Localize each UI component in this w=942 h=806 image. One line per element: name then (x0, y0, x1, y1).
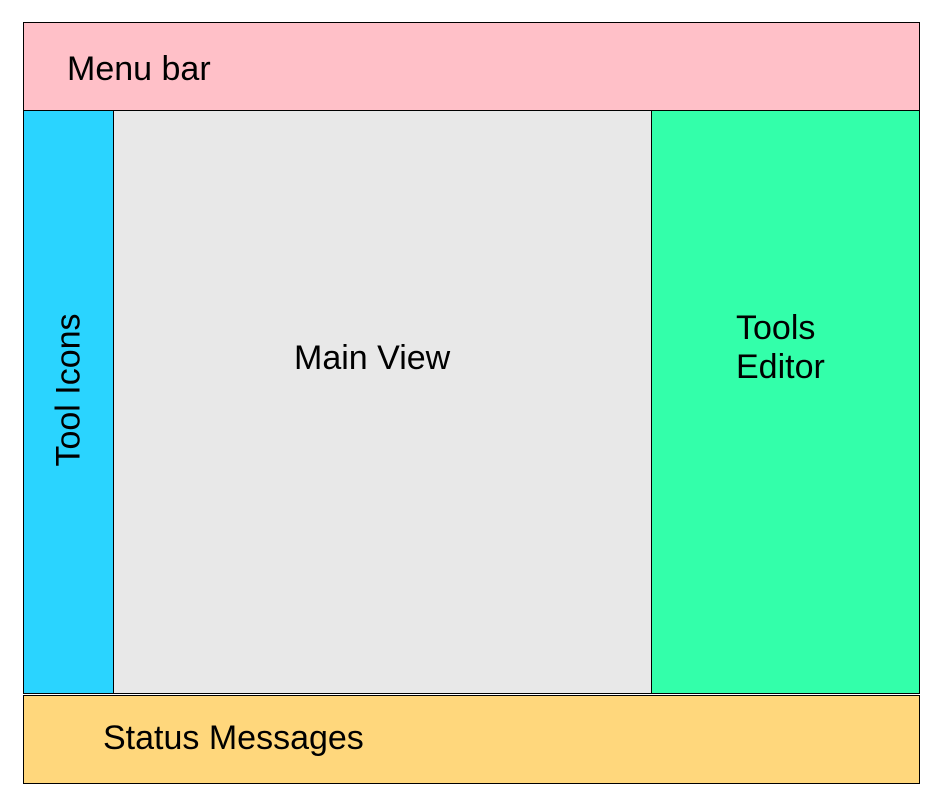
tools-editor-panel: Tools Editor (651, 110, 920, 694)
main-view-label: Main View (294, 339, 451, 377)
status-messages-panel: Status Messages (23, 695, 920, 784)
main-view-panel: Main View (113, 110, 652, 694)
tools-editor-label: Tools Editor (736, 309, 825, 387)
tool-icons-panel: Tool Icons (23, 110, 114, 694)
tools-editor-label-line1: Tools (736, 309, 816, 347)
tool-icons-label: Tool Icons (48, 313, 87, 467)
tools-editor-label-line2: Editor (736, 348, 825, 387)
menu-bar-label: Menu bar (67, 50, 211, 88)
status-messages-label: Status Messages (103, 719, 364, 757)
menu-bar-panel: Menu bar (23, 22, 920, 111)
